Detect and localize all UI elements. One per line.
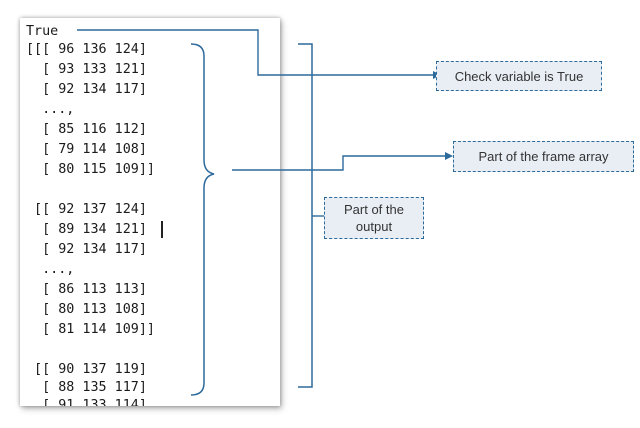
console-line: [ 92 134 117] — [26, 242, 147, 257]
callout-frame-array: Part of the frame array — [453, 141, 634, 172]
callout-output: Part of the output — [324, 197, 424, 239]
console-line: ..., — [26, 102, 75, 117]
console-line: [ 80 113 108] — [26, 302, 147, 317]
arrowhead-icon — [445, 152, 453, 160]
console-line: [ 81 114 109]] — [26, 322, 155, 337]
callout-check-variable-text: Check variable is True — [454, 68, 584, 84]
console-line-cut: [ 91 133 114] — [26, 398, 147, 406]
console-line: [[ 90 137 119] — [26, 362, 147, 377]
callout-check-variable: Check variable is True — [436, 61, 602, 91]
console-line: [ 79 114 108] — [26, 142, 147, 157]
console-line: ..., — [26, 262, 75, 277]
console-line-true: True — [26, 24, 59, 39]
console-line: [[[ 96 136 124] — [26, 42, 147, 57]
console-line: [ 93 133 121] — [26, 62, 147, 77]
bracket-output — [298, 43, 313, 388]
console-line: [ 80 115 109]] — [26, 162, 155, 177]
text-cursor — [161, 221, 163, 238]
console-line: [ 86 113 113] — [26, 282, 147, 297]
console-line: [[ 92 137 124] — [26, 202, 147, 217]
console-line: [ 85 116 112] — [26, 122, 147, 137]
console-output-panel: True [[[ 96 136 124] [ 93 133 121] [ 92 … — [20, 18, 280, 406]
console-line: [ 92 134 117] — [26, 82, 147, 97]
console-line: [ 88 135 117] — [26, 380, 147, 395]
callout-frame-array-text: Part of the frame array — [478, 149, 609, 164]
callout-output-line1: Part of the — [344, 202, 404, 217]
console-line: [ 89 134 121] — [26, 222, 147, 237]
callout-output-line2: output — [355, 219, 393, 234]
